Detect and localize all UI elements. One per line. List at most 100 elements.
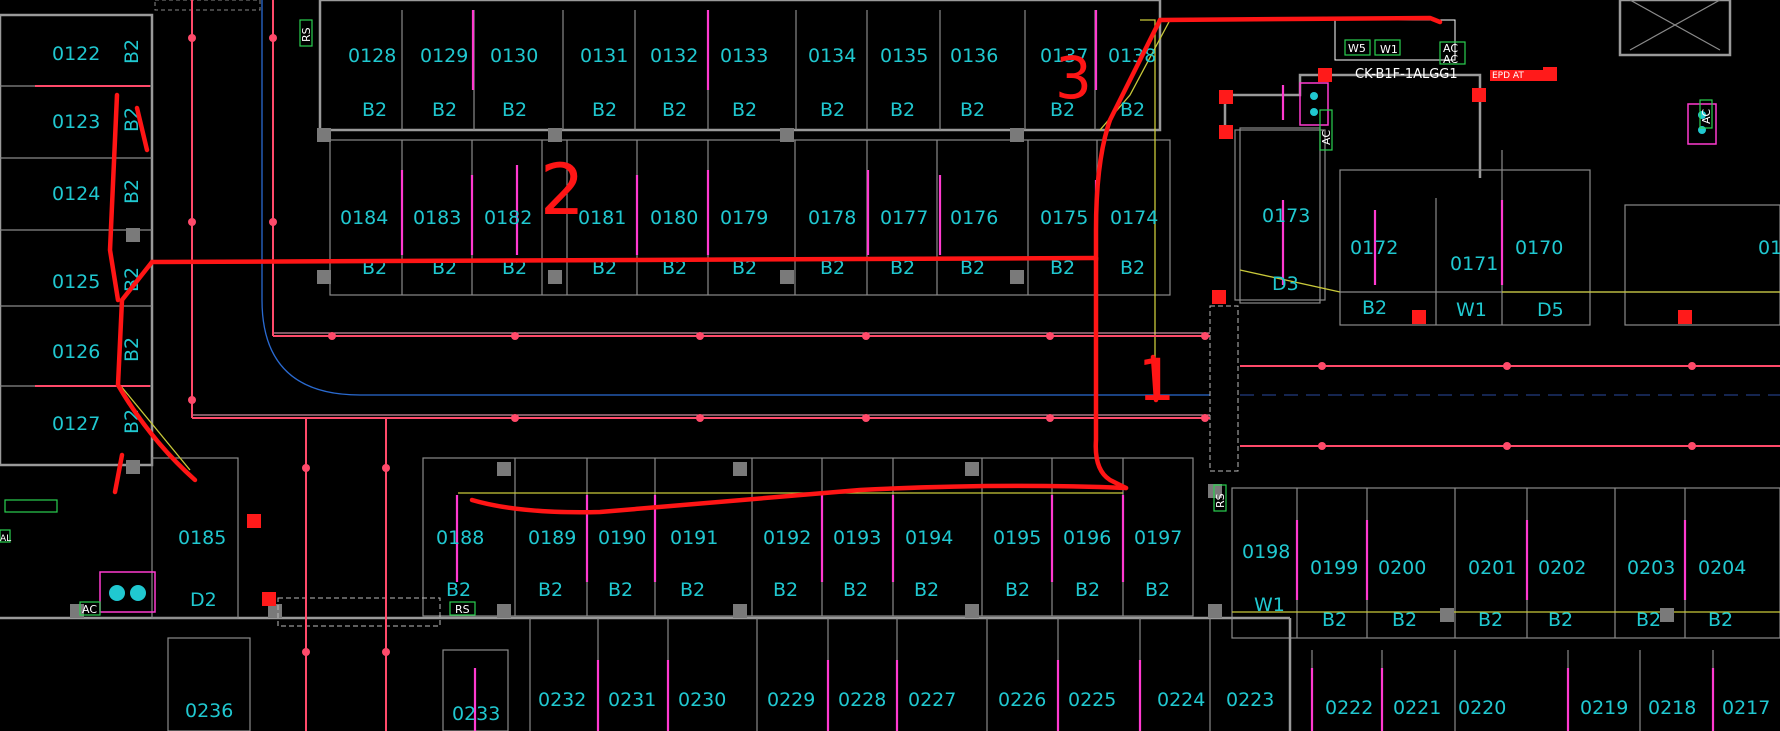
zone-tag: B2: [608, 579, 633, 601]
room-label: 0185: [178, 527, 226, 549]
equip-tag: AC: [1320, 130, 1333, 145]
zone-tag: B2: [1050, 257, 1075, 279]
zone-tag: B2: [1392, 609, 1417, 631]
room-label: 0193: [833, 527, 881, 549]
zone-tag: B2: [121, 39, 143, 64]
room-label: 0131: [580, 45, 628, 67]
room-label: 0133: [720, 45, 768, 67]
room-label: 0130: [490, 45, 538, 67]
room-label: 0176: [950, 207, 998, 229]
room-label: 0181: [578, 207, 626, 229]
markup-number-1: 1: [1138, 346, 1175, 414]
zone-tag: B2: [773, 579, 798, 601]
zone-tag: W1: [1254, 594, 1285, 616]
room-label: 0231: [608, 689, 656, 711]
zone-tag: D5: [1537, 299, 1564, 321]
room-label: 0228: [838, 689, 886, 711]
zone-tag: B2: [1050, 99, 1075, 121]
room-label: 0171: [1450, 253, 1498, 275]
zone-tag: B2: [1322, 609, 1347, 631]
markup-number-2: 2: [540, 149, 585, 231]
equip-tag: AL: [0, 534, 11, 544]
room-label: 0132: [650, 45, 698, 67]
equipment-labels: CK-B1F-1ALGG1 W5 W1 AC AC EPD AT RS AC A…: [0, 27, 1713, 616]
equip-tag: AC: [82, 603, 97, 616]
room-label: 0224: [1157, 689, 1205, 711]
room-label: 0195: [993, 527, 1041, 549]
zone-tag: B2: [1120, 257, 1145, 279]
zone-tag: B2: [680, 579, 705, 601]
room-label: 0123: [52, 111, 100, 133]
room-label: 0225: [1068, 689, 1116, 711]
zone-tag: B2: [1075, 579, 1100, 601]
room-label: 0126: [52, 341, 100, 363]
zone-tag: B2: [446, 579, 471, 601]
room-label: 0138: [1108, 45, 1156, 67]
room-label: 0179: [720, 207, 768, 229]
room-label: 0182: [484, 207, 532, 229]
zone-tag: W1: [1456, 299, 1487, 321]
equip-tag: AC: [1443, 53, 1458, 66]
zone-tag: B2: [662, 99, 687, 121]
room-label: 0236: [185, 700, 233, 722]
room-label: 0229: [767, 689, 815, 711]
zone-tag: B2: [592, 257, 617, 279]
zone-tag: B2: [121, 179, 143, 204]
zone-tag: B2: [1478, 609, 1503, 631]
equip-tag: RS: [300, 27, 313, 42]
room-label: 0203: [1627, 557, 1675, 579]
room-label: 0125: [52, 271, 100, 293]
equip-tag: AC: [1700, 109, 1713, 124]
room-label: 0136: [950, 45, 998, 67]
room-label: 0201: [1468, 557, 1516, 579]
room-label: 0194: [905, 527, 953, 549]
room-label: 0137: [1040, 45, 1088, 67]
room-label: 0233: [452, 703, 500, 725]
zone-tag: B2: [592, 99, 617, 121]
room-label: 0219: [1580, 697, 1628, 719]
room-label: 0221: [1393, 697, 1441, 719]
room-label: 0177: [880, 207, 928, 229]
room-label: 01: [1758, 237, 1780, 259]
zone-tag: B2: [820, 257, 845, 279]
drop-lines: [400, 10, 1715, 731]
room-label: 0191: [670, 527, 718, 549]
panel-id: CK-B1F-1ALGG1: [1355, 67, 1458, 82]
zone-tag: D2: [190, 589, 217, 611]
room-label: 0226: [998, 689, 1046, 711]
zone-tag: B2: [890, 257, 915, 279]
zone-tag: B2: [662, 257, 687, 279]
room-label: 0178: [808, 207, 856, 229]
zone-tag: B2: [432, 99, 457, 121]
room-label: 0196: [1063, 527, 1111, 549]
equip-tag: W5: [1348, 42, 1366, 55]
room-label: 0202: [1538, 557, 1586, 579]
zone-tag: B2: [960, 257, 985, 279]
zone-tag: B2: [732, 99, 757, 121]
room-label: 0192: [763, 527, 811, 549]
zone-tag: B2: [121, 337, 143, 362]
zone-tag: B2: [362, 99, 387, 121]
room-label: 0127: [52, 413, 100, 435]
zone-tag: B2: [502, 99, 527, 121]
room-label: 0223: [1226, 689, 1274, 711]
zone-tag: B2: [121, 267, 143, 292]
room-label: 0188: [436, 527, 484, 549]
zone-tag: B2: [843, 579, 868, 601]
zone-tag: B2: [538, 579, 563, 601]
zone-tag: B2: [1005, 579, 1030, 601]
room-label: 0222: [1325, 697, 1373, 719]
equip-tag: W1: [1380, 43, 1398, 56]
equip-tag: RS: [455, 603, 470, 616]
zone-tag: B2: [890, 99, 915, 121]
room-label: 0170: [1515, 237, 1563, 259]
room-label: 0174: [1110, 207, 1158, 229]
equip-tag: EPD AT: [1492, 71, 1524, 81]
room-label: 0189: [528, 527, 576, 549]
columns: [70, 128, 1674, 622]
zone-tag: B2: [1362, 297, 1387, 319]
room-label: 0230: [678, 689, 726, 711]
zone-tag: B2: [1636, 609, 1661, 631]
zone-tag: B2: [820, 99, 845, 121]
